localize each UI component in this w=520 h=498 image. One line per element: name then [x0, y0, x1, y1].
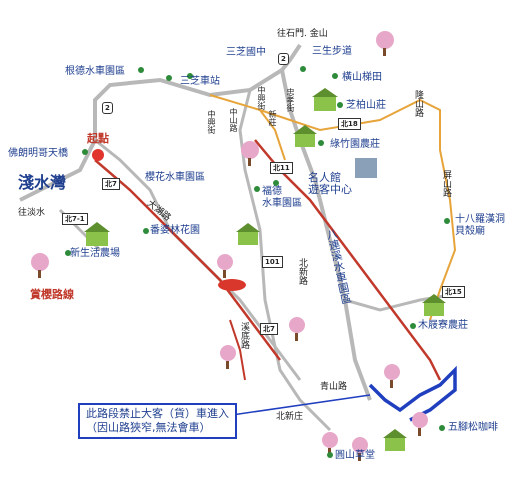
poi-dot: [332, 73, 338, 79]
label-zhuyuan-farm: 綠竹園農莊: [330, 139, 380, 150]
route-north7-shield: 北7: [102, 178, 120, 190]
restriction-notice: 此路段禁止大客（貨）車進入 （因山路狹窄,無法會車）: [78, 403, 237, 439]
poi-dot: [444, 218, 450, 224]
route-north7-1-shield: 北7-1: [62, 213, 88, 225]
road-label-xinzhuang: 新莊: [268, 110, 277, 126]
poi-dot: [300, 66, 306, 72]
poi-dot: [273, 180, 279, 186]
route-101-shield: 101: [262, 256, 283, 268]
poi-dot: [337, 102, 343, 108]
notice-line-2: （因山路狹窄,無法會車）: [86, 421, 211, 434]
road-label-zhongxing2: 中興街: [257, 86, 266, 110]
label-fernando-bridge: 佛朗明哥天橋: [8, 148, 68, 159]
label-sakura-area: 櫻花水車園區: [145, 172, 205, 183]
label-start-point: 起點: [87, 132, 109, 145]
start-point-marker: [92, 149, 104, 161]
route-2-shield: 2: [278, 53, 289, 65]
road-label-zhongzheng: 忠孝街: [286, 88, 295, 112]
road-label-xidi: 溪底路: [239, 322, 249, 349]
label-wujiao-cafe: 五腳松咖啡: [448, 422, 498, 433]
label-yuanshan-hall: 圓山草堂: [335, 450, 375, 461]
road-label-beixin: 北新路: [297, 258, 307, 285]
poi-dot: [327, 452, 333, 458]
label-fanpo-garden: 番婆林花園: [150, 225, 200, 236]
label-hengshan-terrace: 橫山梯田: [342, 72, 382, 83]
car-icon: [218, 279, 246, 291]
label-mingren-center: 名人館 遊客中心: [308, 171, 352, 196]
label-sanzhi-school: 三芝國中: [226, 47, 266, 58]
poi-dot: [138, 67, 144, 73]
poi-dot: [166, 75, 172, 81]
route-north15-shield: 北15: [442, 286, 465, 298]
road-label-pingshan: 屏山路: [441, 170, 451, 197]
label-sansheng-trail: 三生步道: [312, 46, 352, 57]
poi-dot: [439, 425, 445, 431]
poi-dot: [143, 228, 149, 234]
label-new-life-farm: 新生活農場: [70, 248, 120, 259]
poi-dot: [410, 323, 416, 329]
label-beixinzhuang: 北新庄: [276, 412, 304, 422]
label-zhibaishan: 芝柏山莊: [346, 100, 386, 111]
label-mumu-farm: 木屐寮農莊: [418, 320, 468, 331]
road-label-qingshan: 青山路: [320, 382, 348, 392]
label-sakura-route: 賞櫻路線: [30, 288, 74, 301]
label-to-tamsui: 往淡水: [18, 208, 46, 218]
poi-dot: [254, 186, 260, 192]
notice-line-1: 此路段禁止大客（貨）車進入: [86, 407, 229, 420]
road-label-longshan: 隆山路: [413, 90, 423, 117]
route-north18-shield: 北18: [338, 118, 361, 130]
poi-dot: [318, 140, 324, 146]
route-north11-shield: 北11: [270, 162, 293, 174]
road-label-zhongxing: 中興街: [207, 110, 216, 134]
poi-dot: [187, 73, 193, 79]
label-eighteen-arhats: 十八羅漢洞 貝殼廟: [455, 214, 505, 237]
label-sanzhi-station: 三芝車站: [180, 76, 220, 87]
road-label-zhongshan: 中山路: [229, 108, 238, 132]
route-north7-shield: 北7: [260, 323, 278, 335]
route-2-shield: 2: [102, 102, 113, 114]
label-shimen-jinshan: 往石門. 金山: [277, 29, 328, 39]
poi-dot: [82, 149, 88, 155]
label-tamsui-bay: 淺水灣: [18, 173, 67, 192]
label-fude-area: 福德 水車園區: [262, 186, 302, 209]
poi-dot: [65, 250, 71, 256]
label-gende-area: 根德水車園區: [65, 66, 125, 77]
